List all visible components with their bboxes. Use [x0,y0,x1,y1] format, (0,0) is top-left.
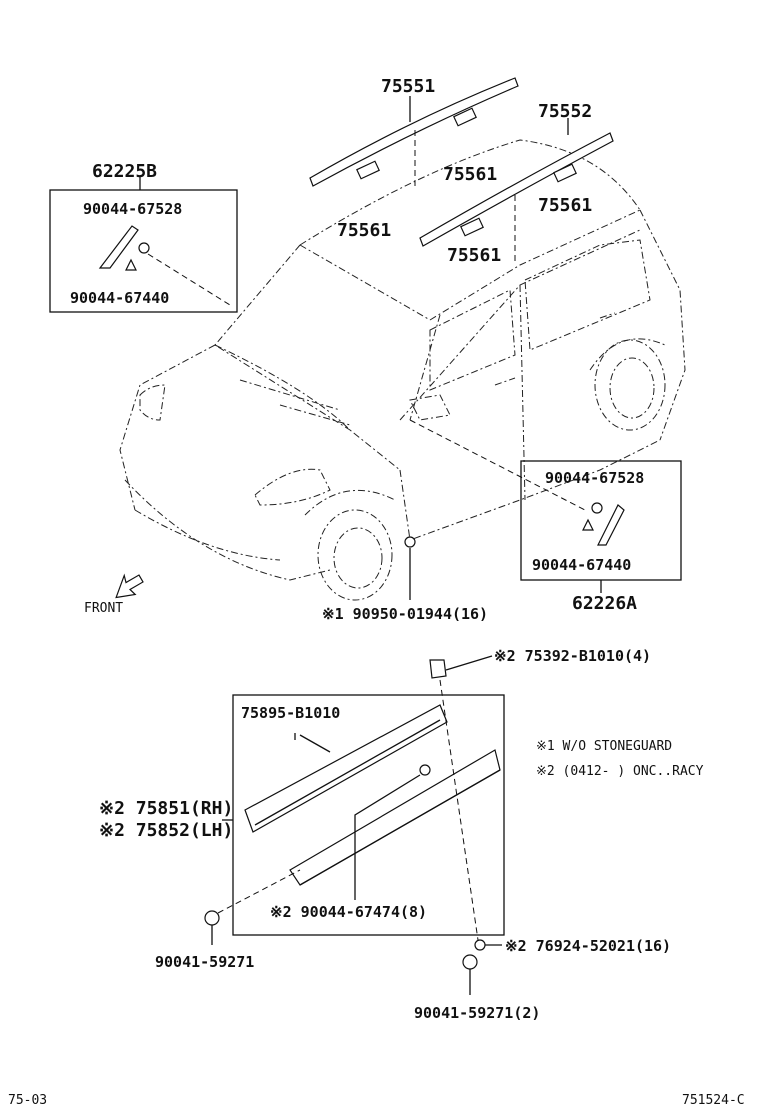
page-ref-right: 751524-C [682,1093,745,1108]
note-1: ※1 W/O STONEGUARD [536,739,672,754]
label-75561-d: 75561 [447,245,501,266]
label-62225b: 62225B [92,161,157,182]
rail-clip [356,107,577,237]
label-75852: ※2 75852(LH) [99,820,233,841]
label-75552: 75552 [538,101,592,122]
label-75561-a: 75561 [443,164,497,185]
note-2: ※2 (0412- ) ONC..RACY [536,764,704,779]
screw-90041-right [462,954,478,970]
label-b1-bot: 90044-67440 [70,289,169,307]
roof-rail-75552 [419,132,614,247]
clip-75392 [429,659,447,679]
label-75561-c: 75561 [538,195,592,216]
label-59271-right: 90041-59271(2) [414,1004,540,1022]
roof-rail-75551 [309,77,519,187]
page-ref-left: 75-03 [8,1093,47,1108]
label-75561-b: 75561 [337,220,391,241]
trim-strip-75895 [244,704,448,833]
rear-wheel [589,338,666,431]
label-75392: ※2 75392-B1010(4) [494,647,651,665]
front-wheel [304,489,396,601]
label-b2-top: 90044-67528 [545,469,644,487]
label-59271-left: 90041-59271 [155,953,254,971]
label-b2-bot: 90044-67440 [532,556,631,574]
garnish-62225b [98,225,139,269]
garnish-62226a [597,504,625,546]
label-62226a: 62226A [572,593,637,614]
box-rocker-molding [232,694,505,936]
nut-76924 [474,939,486,951]
front-arrow-icon [115,573,144,599]
clip-90950 [404,536,416,548]
screw-90041-left [204,910,220,926]
box-62225b [49,189,238,313]
label-76924: ※2 76924-52021(16) [505,937,671,955]
car-body-outline [119,139,686,581]
label-75551: 75551 [381,76,435,97]
label-67474: ※2 90044-67474(8) [270,903,427,921]
label-b1-top: 90044-67528 [83,200,182,218]
label-75851: ※2 75851(RH) [99,798,233,819]
label-clip-90950: ※1 90950-01944(16) [322,605,488,623]
label-75895: 75895-B1010 [241,704,340,722]
label-front: FRONT [84,601,123,616]
